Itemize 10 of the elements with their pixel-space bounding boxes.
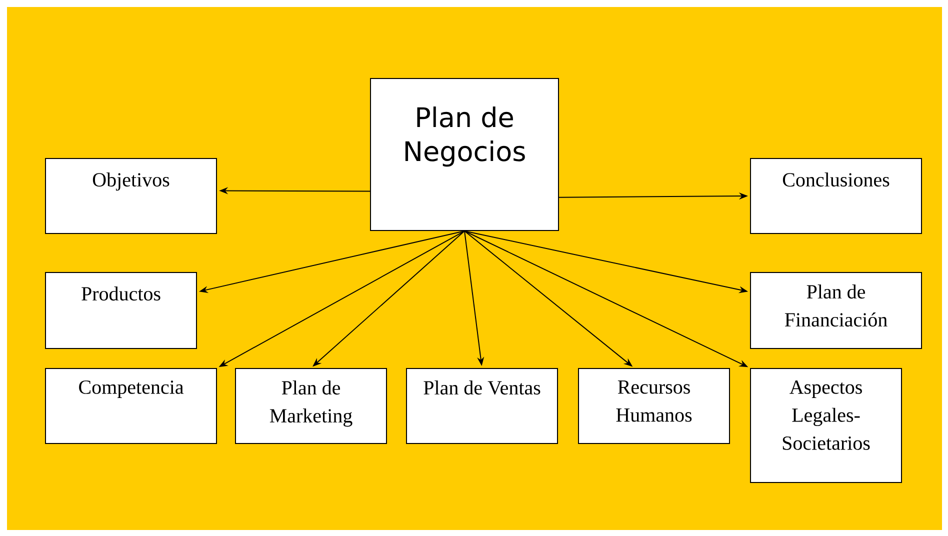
topic-box: Plan de Financiación xyxy=(750,272,922,349)
topic-box: Recursos Humanos xyxy=(578,368,730,444)
topic-box: Conclusiones xyxy=(750,158,922,234)
title-box: Plan de Negocios xyxy=(370,78,559,231)
topic-box: Plan de Ventas xyxy=(406,368,558,444)
topic-box: Productos xyxy=(45,272,197,349)
topic-box: Competencia xyxy=(45,368,217,444)
topic-box: Objetivos xyxy=(45,158,217,234)
topic-box: Plan de Marketing xyxy=(235,368,387,444)
topic-box: Aspectos Legales-Societarios xyxy=(750,368,902,483)
